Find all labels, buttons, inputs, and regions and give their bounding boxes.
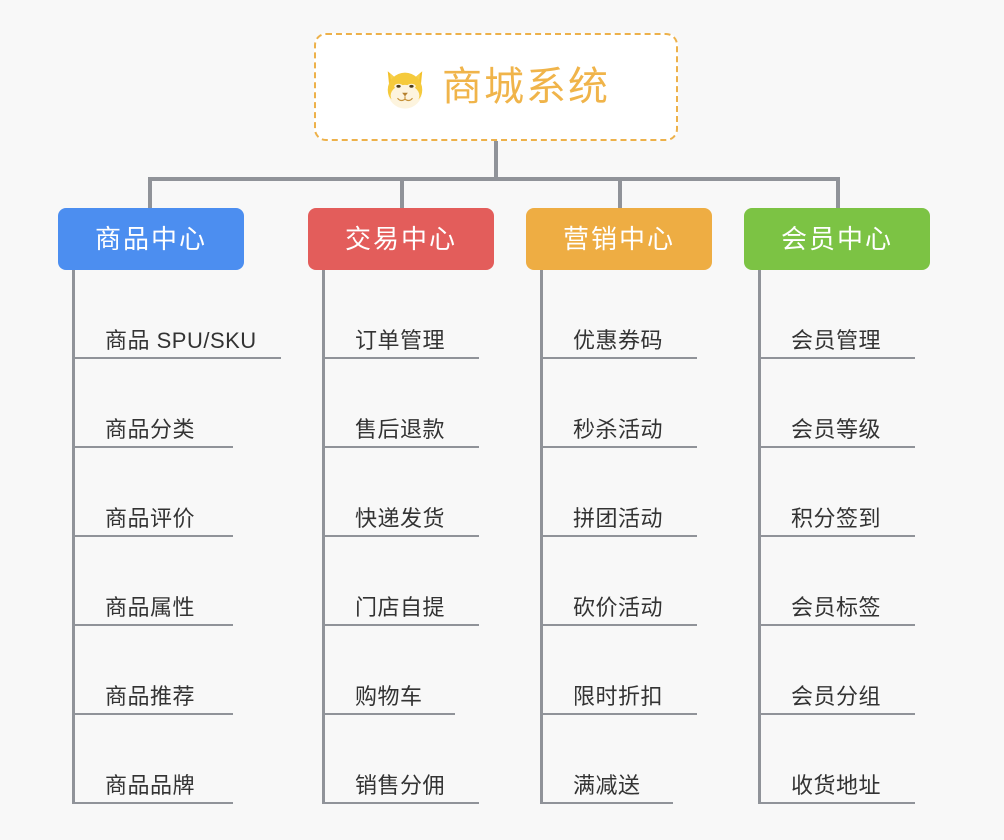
connector-bus (148, 177, 840, 181)
leaf-item[interactable]: 会员等级 (759, 359, 915, 448)
leaf-label: 商品属性 (105, 594, 196, 620)
branch-body-trade-center: 订单管理 售后退款 快递发货 门店自提 购物车 销售分佣 (322, 270, 494, 804)
branch-body-member-center: 会员管理 会员等级 积分签到 会员标签 会员分组 收货地址 (758, 270, 930, 804)
branch-spine (72, 270, 75, 804)
leaf-label: 购物车 (355, 683, 423, 709)
leaf-label: 门店自提 (355, 594, 446, 620)
branch-spine (540, 270, 543, 804)
branch-spine (758, 270, 761, 804)
branch-body-product-center: 商品 SPU/SKU 商品分类 商品评价 商品属性 商品推荐 商品品牌 (72, 270, 281, 804)
branch-header-label: 营销中心 (562, 224, 675, 254)
leaf-label: 商品评价 (105, 505, 196, 531)
root-node[interactable]: 商城系统 (314, 33, 678, 141)
leaf-label: 商品分类 (105, 416, 196, 442)
leaf-item[interactable]: 商品 SPU/SKU (73, 270, 281, 359)
connector-trunk (494, 141, 498, 180)
leaf-label: 满减送 (573, 772, 641, 798)
connector-drop-4 (836, 177, 840, 209)
leaf-label: 积分签到 (791, 505, 882, 531)
leaf-label: 商品推荐 (105, 683, 196, 709)
leaf-item[interactable]: 会员管理 (759, 270, 915, 359)
leaf-label: 拼团活动 (573, 505, 664, 531)
branch-member-center: 会员中心 会员管理 会员等级 积分签到 会员标签 会员分组 收货地址 (744, 208, 930, 804)
leaf-label: 会员等级 (791, 416, 882, 442)
branch-header-label: 交易中心 (344, 224, 457, 254)
connector-drop-3 (618, 177, 622, 209)
leaf-item[interactable]: 限时折扣 (541, 626, 697, 715)
leaf-item[interactable]: 销售分佣 (323, 715, 479, 804)
branch-body-marketing-center: 优惠券码 秒杀活动 拼团活动 砍价活动 限时折扣 满减送 (540, 270, 712, 804)
leaf-item[interactable]: 会员标签 (759, 537, 915, 626)
leaf-item[interactable]: 优惠券码 (541, 270, 697, 359)
leaf-label: 砍价活动 (573, 594, 664, 620)
leaf-item[interactable]: 门店自提 (323, 537, 479, 626)
branch-header-label: 商品中心 (94, 224, 207, 254)
leaf-label: 限时折扣 (573, 683, 664, 709)
root-title: 商城系统 (442, 65, 610, 109)
leaf-item[interactable]: 购物车 (323, 626, 455, 715)
shiba-dog-face-icon (382, 64, 428, 110)
leaf-label: 销售分佣 (355, 772, 446, 798)
branch-marketing-center: 营销中心 优惠券码 秒杀活动 拼团活动 砍价活动 限时折扣 满减送 (526, 208, 712, 804)
leaf-label: 会员分组 (791, 683, 882, 709)
leaf-item[interactable]: 商品属性 (73, 537, 233, 626)
leaf-item[interactable]: 拼团活动 (541, 448, 697, 537)
leaf-label: 快递发货 (355, 505, 446, 531)
branch-header-member-center[interactable]: 会员中心 (744, 208, 930, 270)
leaf-label: 商品品牌 (105, 772, 196, 798)
leaf-item[interactable]: 售后退款 (323, 359, 479, 448)
connector-drop-1 (148, 177, 152, 209)
leaf-item[interactable]: 快递发货 (323, 448, 479, 537)
leaf-item[interactable]: 订单管理 (323, 270, 479, 359)
leaf-item[interactable]: 商品评价 (73, 448, 233, 537)
leaf-label: 秒杀活动 (573, 416, 664, 442)
leaf-label: 会员管理 (791, 327, 882, 353)
leaf-item[interactable]: 会员分组 (759, 626, 915, 715)
branch-product-center: 商品中心 商品 SPU/SKU 商品分类 商品评价 商品属性 商品推荐 商品品牌 (58, 208, 281, 804)
branch-header-trade-center[interactable]: 交易中心 (308, 208, 494, 270)
leaf-label: 订单管理 (355, 327, 446, 353)
branch-header-label: 会员中心 (780, 224, 893, 254)
leaf-label: 商品 SPU/SKU (105, 327, 257, 353)
leaf-item[interactable]: 商品分类 (73, 359, 233, 448)
leaf-label: 会员标签 (791, 594, 882, 620)
leaf-item[interactable]: 满减送 (541, 715, 673, 804)
leaf-item[interactable]: 积分签到 (759, 448, 915, 537)
branch-trade-center: 交易中心 订单管理 售后退款 快递发货 门店自提 购物车 销售分佣 (308, 208, 494, 804)
branch-header-marketing-center[interactable]: 营销中心 (526, 208, 712, 270)
leaf-item[interactable]: 收货地址 (759, 715, 915, 804)
leaf-item[interactable]: 商品推荐 (73, 626, 233, 715)
leaf-item[interactable]: 秒杀活动 (541, 359, 697, 448)
leaf-item[interactable]: 商品品牌 (73, 715, 233, 804)
connector-drop-2 (400, 177, 404, 209)
leaf-label: 优惠券码 (573, 327, 664, 353)
leaf-item[interactable]: 砍价活动 (541, 537, 697, 626)
branch-spine (322, 270, 325, 804)
branch-header-product-center[interactable]: 商品中心 (58, 208, 244, 270)
leaf-label: 收货地址 (791, 772, 882, 798)
leaf-label: 售后退款 (355, 416, 446, 442)
